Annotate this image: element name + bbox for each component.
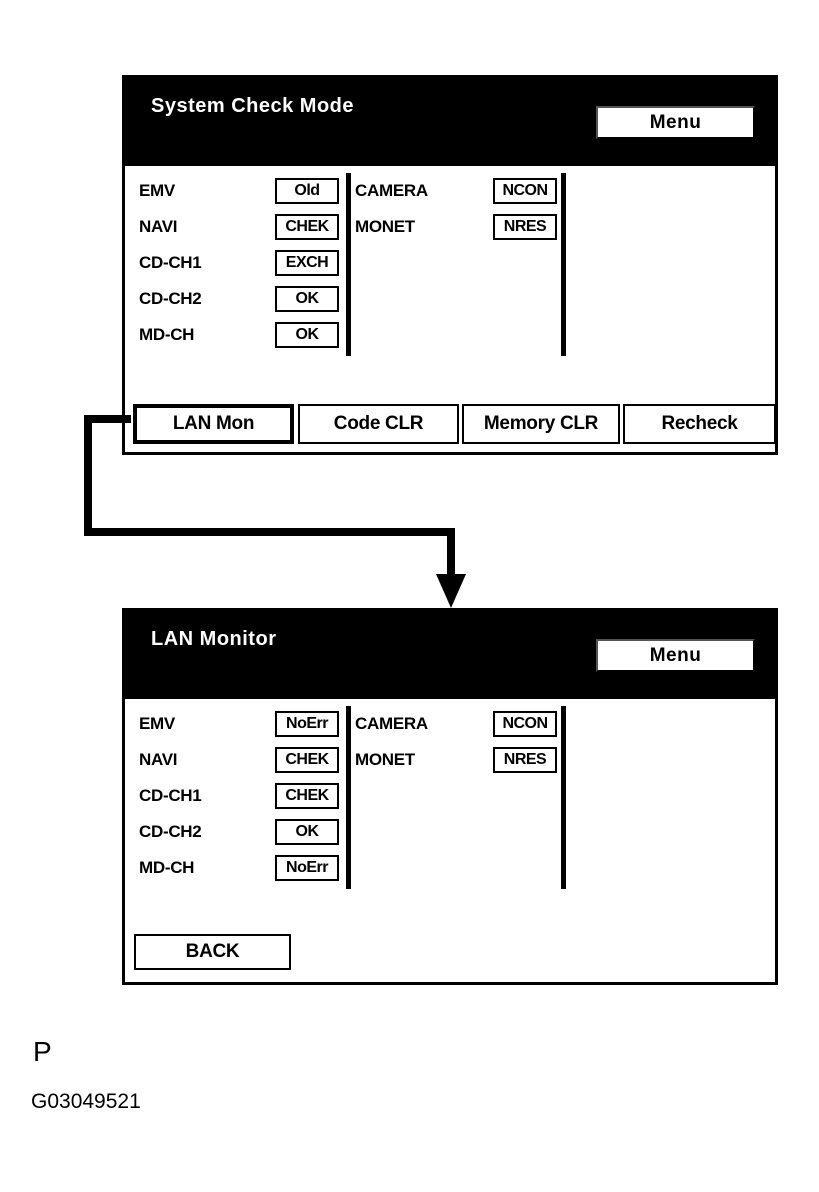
column-divider [561,706,566,889]
status-badge-monet: NRES [493,214,557,240]
column-divider [561,173,566,356]
menu-button[interactable]: Menu [596,639,755,672]
device-label-navi: NAVI [139,750,178,769]
device-label-camera: CAMERA [355,181,428,200]
status-badge-monet: NRES [493,747,557,773]
status-badge-cd-ch1: CHEK [275,783,339,809]
column-divider [346,173,351,356]
status-badge-emv: NoErr [275,711,339,737]
status-badge-navi: CHEK [275,214,339,240]
device-label-monet: MONET [355,217,415,236]
device-label-camera: CAMERA [355,714,428,733]
device-label-cd-ch2: CD-CH2 [139,822,202,841]
column-divider [346,706,351,889]
status-badge-cd-ch1: EXCH [275,250,339,276]
flow-arrow-stub [84,415,131,423]
device-label-md-ch: MD-CH [139,858,195,877]
figure-id: G03049521 [31,1090,141,1113]
flow-arrow-vertical-1 [84,415,92,536]
system-check-mode-screen: System Check Mode Menu EMV Old NAVI CHEK… [122,75,778,455]
device-label-cd-ch1: CD-CH1 [139,786,202,805]
menu-button[interactable]: Menu [596,106,755,139]
status-badge-cd-ch2: OK [275,286,339,312]
flow-arrow-horizontal [84,528,455,536]
status-badge-camera: NCON [493,178,557,204]
lan-monitor-screen: LAN Monitor Menu EMV NoErr NAVI CHEK CD-… [122,608,778,985]
flow-arrow-vertical-2 [447,528,455,576]
device-label-cd-ch1: CD-CH1 [139,253,202,272]
device-label-monet: MONET [355,750,415,769]
status-badge-cd-ch2: OK [275,819,339,845]
recheck-button[interactable]: Recheck [623,404,776,444]
device-label-navi: NAVI [139,217,178,236]
screen-title: LAN Monitor [151,628,277,650]
flow-arrow-head-icon [436,574,466,608]
device-label-emv: EMV [139,181,175,200]
screen-title: System Check Mode [151,95,355,117]
device-label-cd-ch2: CD-CH2 [139,289,202,308]
back-button[interactable]: BACK [134,934,291,970]
device-label-md-ch: MD-CH [139,325,195,344]
status-badge-emv: Old [275,178,339,204]
memory-clr-button[interactable]: Memory CLR [462,404,620,444]
status-badge-md-ch: OK [275,322,339,348]
device-label-emv: EMV [139,714,175,733]
status-badge-md-ch: NoErr [275,855,339,881]
page-letter: P [33,1036,52,1067]
status-badge-navi: CHEK [275,747,339,773]
status-badge-camera: NCON [493,711,557,737]
lan-mon-button[interactable]: LAN Mon [133,404,294,444]
code-clr-button[interactable]: Code CLR [298,404,459,444]
